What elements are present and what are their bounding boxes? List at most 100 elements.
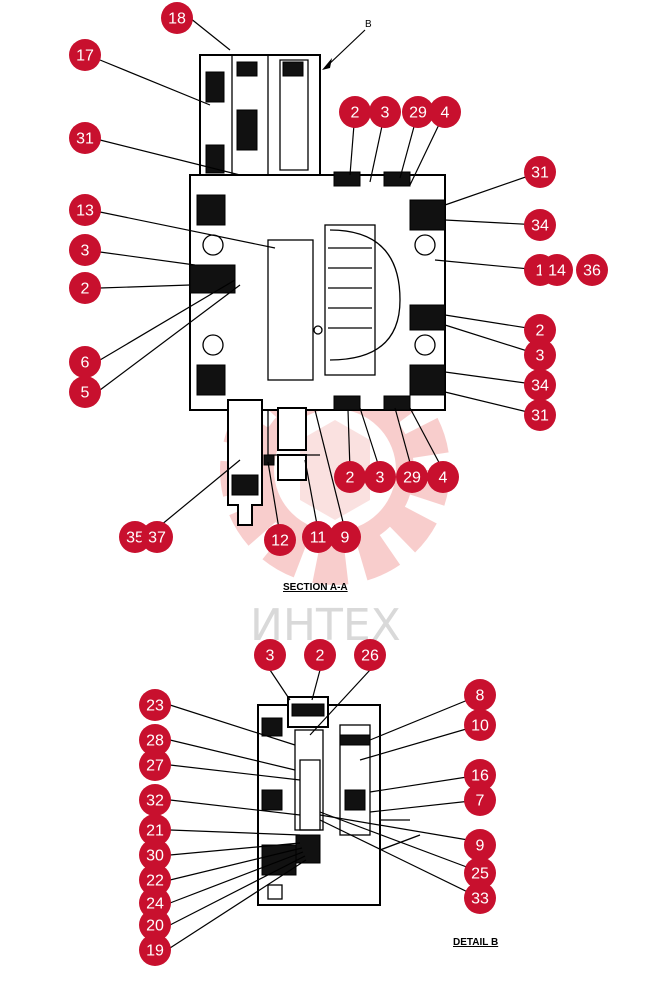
svg-text:7: 7	[476, 793, 485, 810]
section-callout-4: 4	[429, 96, 461, 128]
svg-text:22: 22	[146, 873, 164, 890]
svg-text:19: 19	[146, 943, 164, 960]
svg-text:17: 17	[76, 48, 94, 65]
svg-text:5: 5	[81, 385, 90, 402]
svg-text:28: 28	[146, 733, 164, 750]
detail-callout-33: 33	[464, 882, 496, 914]
section-callout-9: 9	[329, 521, 361, 553]
section-a-a-drawing	[189, 54, 446, 526]
svg-text:9: 9	[341, 530, 350, 547]
svg-text:3: 3	[381, 105, 390, 122]
view-letter-b: B	[365, 19, 372, 30]
detail-callout-21: 21	[139, 814, 171, 846]
svg-text:4: 4	[441, 105, 450, 122]
svg-text:18: 18	[168, 11, 186, 28]
detail-callout-32: 32	[139, 784, 171, 816]
detail-caption: DETAIL B	[453, 937, 498, 948]
svg-text:27: 27	[146, 758, 164, 775]
svg-text:8: 8	[476, 688, 485, 705]
section-callout-3: 3	[524, 339, 556, 371]
section-callout-4: 4	[427, 461, 459, 493]
section-callout-6: 6	[69, 346, 101, 378]
section-callout-17: 17	[69, 39, 101, 71]
svg-text:6: 6	[81, 355, 90, 372]
section-callout-2: 2	[69, 272, 101, 304]
svg-text:13: 13	[76, 203, 94, 220]
detail-callout-2: 2	[304, 639, 336, 671]
section-callout-18: 18	[161, 2, 193, 34]
svg-text:29: 29	[409, 105, 427, 122]
section-callout-37: 37	[141, 521, 173, 553]
svg-text:4: 4	[439, 470, 448, 487]
svg-text:35: 35	[126, 530, 144, 547]
svg-text:20: 20	[146, 918, 164, 935]
svg-text:32: 32	[146, 793, 164, 810]
section-callout-34: 34	[524, 369, 556, 401]
detail-leader-lines	[169, 669, 481, 949]
svg-text:26: 26	[361, 648, 379, 665]
svg-text:10: 10	[471, 718, 489, 735]
svg-text:2: 2	[346, 470, 355, 487]
section-callout-11: 11	[302, 521, 334, 553]
svg-text:31: 31	[76, 131, 94, 148]
svg-text:12: 12	[271, 533, 289, 550]
section-callout-3: 3	[369, 96, 401, 128]
svg-text:24: 24	[146, 896, 164, 913]
detail-callout-20: 20	[139, 909, 171, 941]
detail-callout-23: 23	[139, 689, 171, 721]
section-callout-12: 12	[264, 524, 296, 556]
detail-callout-16: 16	[464, 759, 496, 791]
section-callout-2: 2	[334, 461, 366, 493]
section-callout-36: 36	[576, 254, 608, 286]
section-callout-3: 3	[364, 461, 396, 493]
svg-text:2: 2	[536, 323, 545, 340]
detail-callout-25: 25	[464, 857, 496, 889]
section-caption: SECTION A-A	[283, 582, 348, 593]
section-callout-29: 29	[402, 96, 434, 128]
svg-text:34: 34	[531, 218, 549, 235]
detail-callout-3: 3	[254, 639, 286, 671]
svg-text:25: 25	[471, 866, 489, 883]
svg-text:29: 29	[403, 470, 421, 487]
section-callout-2: 2	[524, 314, 556, 346]
section-callout-31: 31	[524, 156, 556, 188]
svg-text:2: 2	[316, 648, 325, 665]
svg-text:37: 37	[148, 530, 166, 547]
section-callout-35: 35	[119, 521, 151, 553]
section-callout-13: 13	[69, 194, 101, 226]
detail-callout-28: 28	[139, 724, 171, 756]
detail-callout-26: 26	[354, 639, 386, 671]
svg-text:23: 23	[146, 698, 164, 715]
detail-callout-27: 27	[139, 749, 171, 781]
svg-text:11: 11	[310, 530, 327, 547]
svg-text:1: 1	[536, 263, 545, 280]
svg-text:14: 14	[548, 263, 566, 280]
svg-text:2: 2	[81, 281, 90, 298]
section-callout-14: 14	[541, 254, 573, 286]
svg-text:2: 2	[351, 105, 360, 122]
svg-text:3: 3	[81, 243, 90, 260]
svg-text:9: 9	[476, 838, 485, 855]
section-callout-5: 5	[69, 376, 101, 408]
svg-text:36: 36	[583, 263, 601, 280]
svg-text:33: 33	[471, 891, 489, 908]
detail-callout-30: 30	[139, 839, 171, 871]
svg-text:16: 16	[471, 768, 489, 785]
detail-b-drawing	[257, 696, 421, 906]
detail-callout-7: 7	[464, 784, 496, 816]
detail-callout-19: 19	[139, 934, 171, 966]
svg-text:30: 30	[146, 848, 164, 865]
svg-text:31: 31	[531, 165, 549, 182]
svg-text:34: 34	[531, 378, 549, 395]
svg-text:21: 21	[146, 823, 164, 840]
section-callout-29: 29	[396, 461, 428, 493]
svg-text:3: 3	[536, 348, 545, 365]
section-callout-31: 31	[69, 122, 101, 154]
section-callout-34: 34	[524, 209, 556, 241]
section-callout-31: 31	[524, 399, 556, 431]
detail-callout-9: 9	[464, 829, 496, 861]
detail-callout-24: 24	[139, 887, 171, 919]
svg-text:3: 3	[266, 648, 275, 665]
